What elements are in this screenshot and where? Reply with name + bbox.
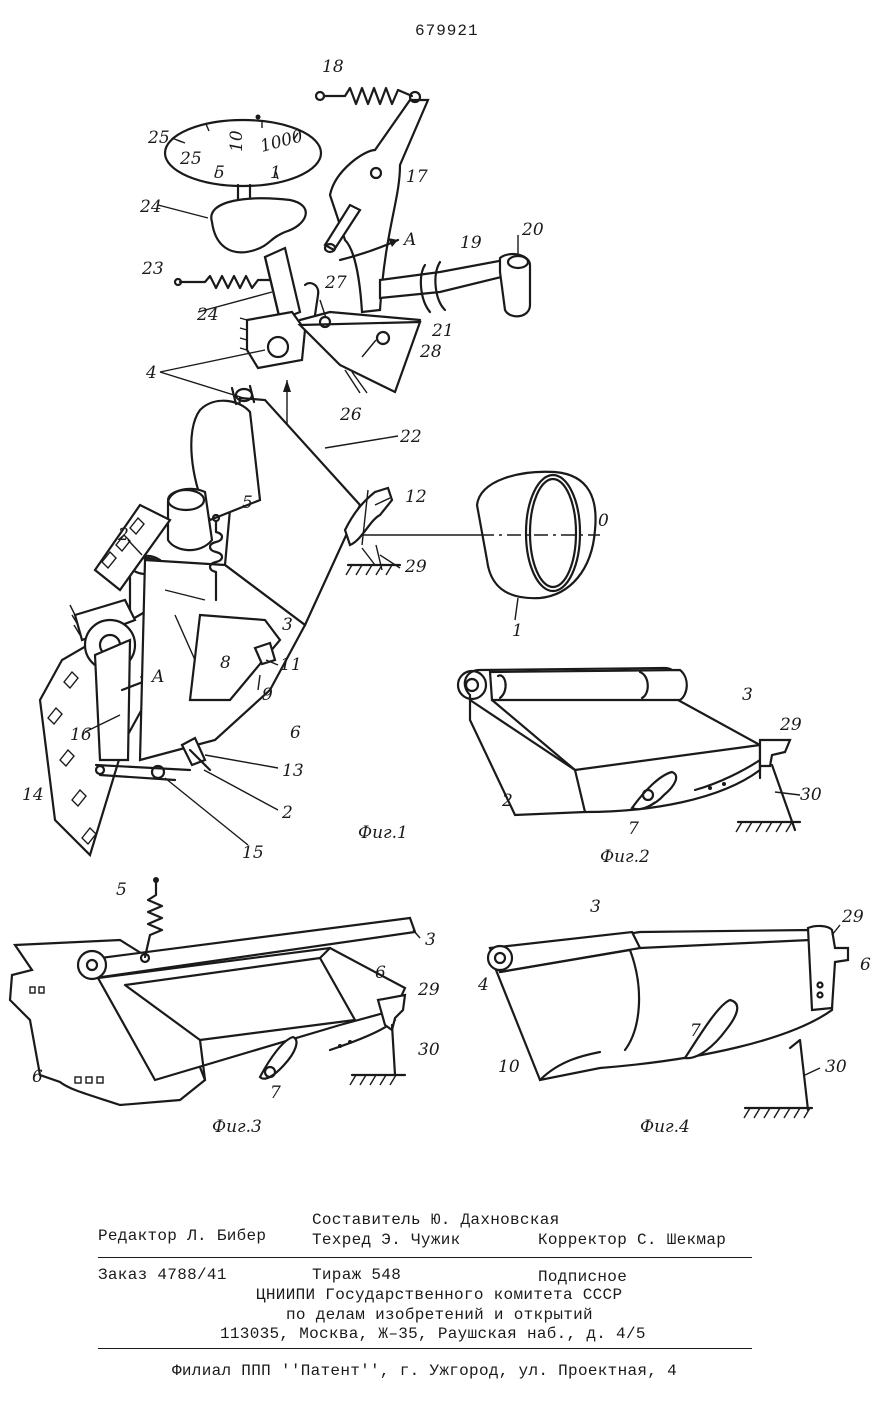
imprint-rule-1 (98, 1257, 752, 1258)
imprint-corrector: Корректор С. Шекмар (538, 1231, 727, 1249)
fig1-label-A: A (402, 230, 416, 250)
fig1-label-26: 26 (339, 405, 362, 425)
fig3-label-30: 30 (418, 1040, 440, 1060)
fig1-label-27: 27 (324, 273, 347, 293)
fig1-label-24: 24 (139, 197, 162, 217)
fig1-label-21: 21 (431, 321, 454, 341)
fig4-label-10: 10 (498, 1057, 520, 1077)
fig2-label-30: 30 (800, 785, 822, 805)
imprint-org-2: по делам изобретений и открытий (286, 1306, 593, 1324)
fig1-label-16: 16 (70, 725, 92, 745)
fig4-caption: Фиг.4 (640, 1117, 690, 1137)
figure-2: 3 29 30 2 7 Фиг.2 (456, 666, 822, 867)
fig1-dial-1000: 1000 (258, 126, 305, 157)
fig1-label-6: 6 (290, 723, 301, 743)
imprint-techred: Техред Э. Чужик (312, 1231, 461, 1249)
fig3-label-6: 6 (375, 963, 386, 983)
fig1-label-25: 25 (147, 128, 170, 148)
fig1-label-17: 17 (406, 167, 428, 187)
fig1-label-9: 9 (262, 685, 273, 705)
fig1-label-2: 2 (117, 525, 129, 545)
imprint-subscription: Подписное (538, 1268, 628, 1286)
document-number: 679921 (415, 22, 479, 40)
fig1-label-1: 1 (512, 621, 523, 641)
fig2-label-7: 7 (628, 819, 639, 839)
fig1-label-12: 12 (405, 487, 427, 507)
fig1-label-19: 19 (460, 233, 482, 253)
fig1-label-0: 0 (598, 511, 609, 531)
fig1-dial-25: 25 (179, 149, 202, 169)
imprint-circulation: Тираж 548 (312, 1266, 402, 1284)
fig1-label-2b: 14 (22, 785, 44, 805)
imprint-compiler: Составитель Ю. Дахновская (312, 1211, 560, 1229)
fig4-label-29: 29 (841, 907, 864, 927)
fig3-label-3: 3 (425, 930, 436, 950)
fig4-label-7: 7 (690, 1021, 701, 1041)
fig2-label-3: 3 (742, 685, 753, 705)
fig2-label-29: 29 (779, 715, 802, 735)
figure-3: 5 3 6 29 6 30 7 Фиг.3 (8, 877, 440, 1137)
fig1-label-18: 18 (322, 57, 344, 77)
imprint-editor: Редактор Л. Бибер (98, 1227, 267, 1245)
imprint-order: Заказ 4788/41 (98, 1266, 227, 1284)
fig1-label-11: 11 (280, 655, 302, 675)
fig1-label-15: 15 (242, 843, 264, 863)
fig1-label-8: 8 (220, 653, 231, 673)
fig3-label-29: 29 (417, 980, 440, 1000)
fig1-label-24b: 24 (196, 305, 219, 325)
fig3-label-7: 7 (270, 1083, 281, 1103)
fig3-label-6b: 6 (32, 1067, 43, 1087)
fig1-dial-5: 5 (214, 163, 225, 183)
figure-1: 18 25 25 5 1 10 1000 17 24 A 19 20 23 27… (22, 57, 609, 863)
imprint-rule-2 (98, 1348, 752, 1349)
fig1-label-22: 22 (399, 427, 422, 447)
fig1-label-A2: A (150, 667, 164, 687)
fig1-label-23: 23 (141, 259, 164, 279)
fig1-label-14: 2 (281, 803, 293, 823)
fig1-label-28: 28 (419, 342, 442, 362)
dial-25 (163, 118, 323, 188)
fig2-label-2: 2 (501, 791, 513, 811)
fig1-dial-1: 1 (270, 163, 281, 183)
fig1-label-5: 5 (242, 493, 253, 513)
fig3-caption: Фиг.3 (212, 1117, 262, 1137)
cam-24 (210, 197, 307, 254)
fig1-caption: Фиг.1 (358, 823, 408, 843)
fig4-label-4: 4 (477, 975, 489, 995)
fig1-label-20: 20 (521, 220, 544, 240)
fig4-label-30: 30 (825, 1057, 847, 1077)
figure-4: 3 29 4 6 7 10 30 Фиг.4 (477, 897, 871, 1137)
fig4-label-3: 3 (590, 897, 601, 917)
fig1-label-29: 29 (404, 557, 427, 577)
fig3-label-5: 5 (116, 880, 127, 900)
fig1-dial-10: 10 (227, 130, 247, 152)
drawing-sheet: 18 25 25 5 1 10 1000 17 24 A 19 20 23 27… (8, 57, 871, 1137)
arm-17 (328, 98, 430, 314)
imprint-org-1: ЦНИИПИ Государственного комитета СССР (256, 1286, 623, 1304)
fig1-label-3: 3 (282, 615, 293, 635)
fig2-caption: Фиг.2 (600, 847, 650, 867)
imprint-branch: Филиал ППП ''Патент'', г. Ужгород, ул. П… (172, 1362, 677, 1380)
imprint-address: 113035, Москва, Ж–35, Раушская наб., д. … (220, 1325, 646, 1343)
fig1-label-13: 13 (282, 761, 304, 781)
fig1-label-4: 4 (145, 363, 157, 383)
fig4-label-6: 6 (860, 955, 871, 975)
